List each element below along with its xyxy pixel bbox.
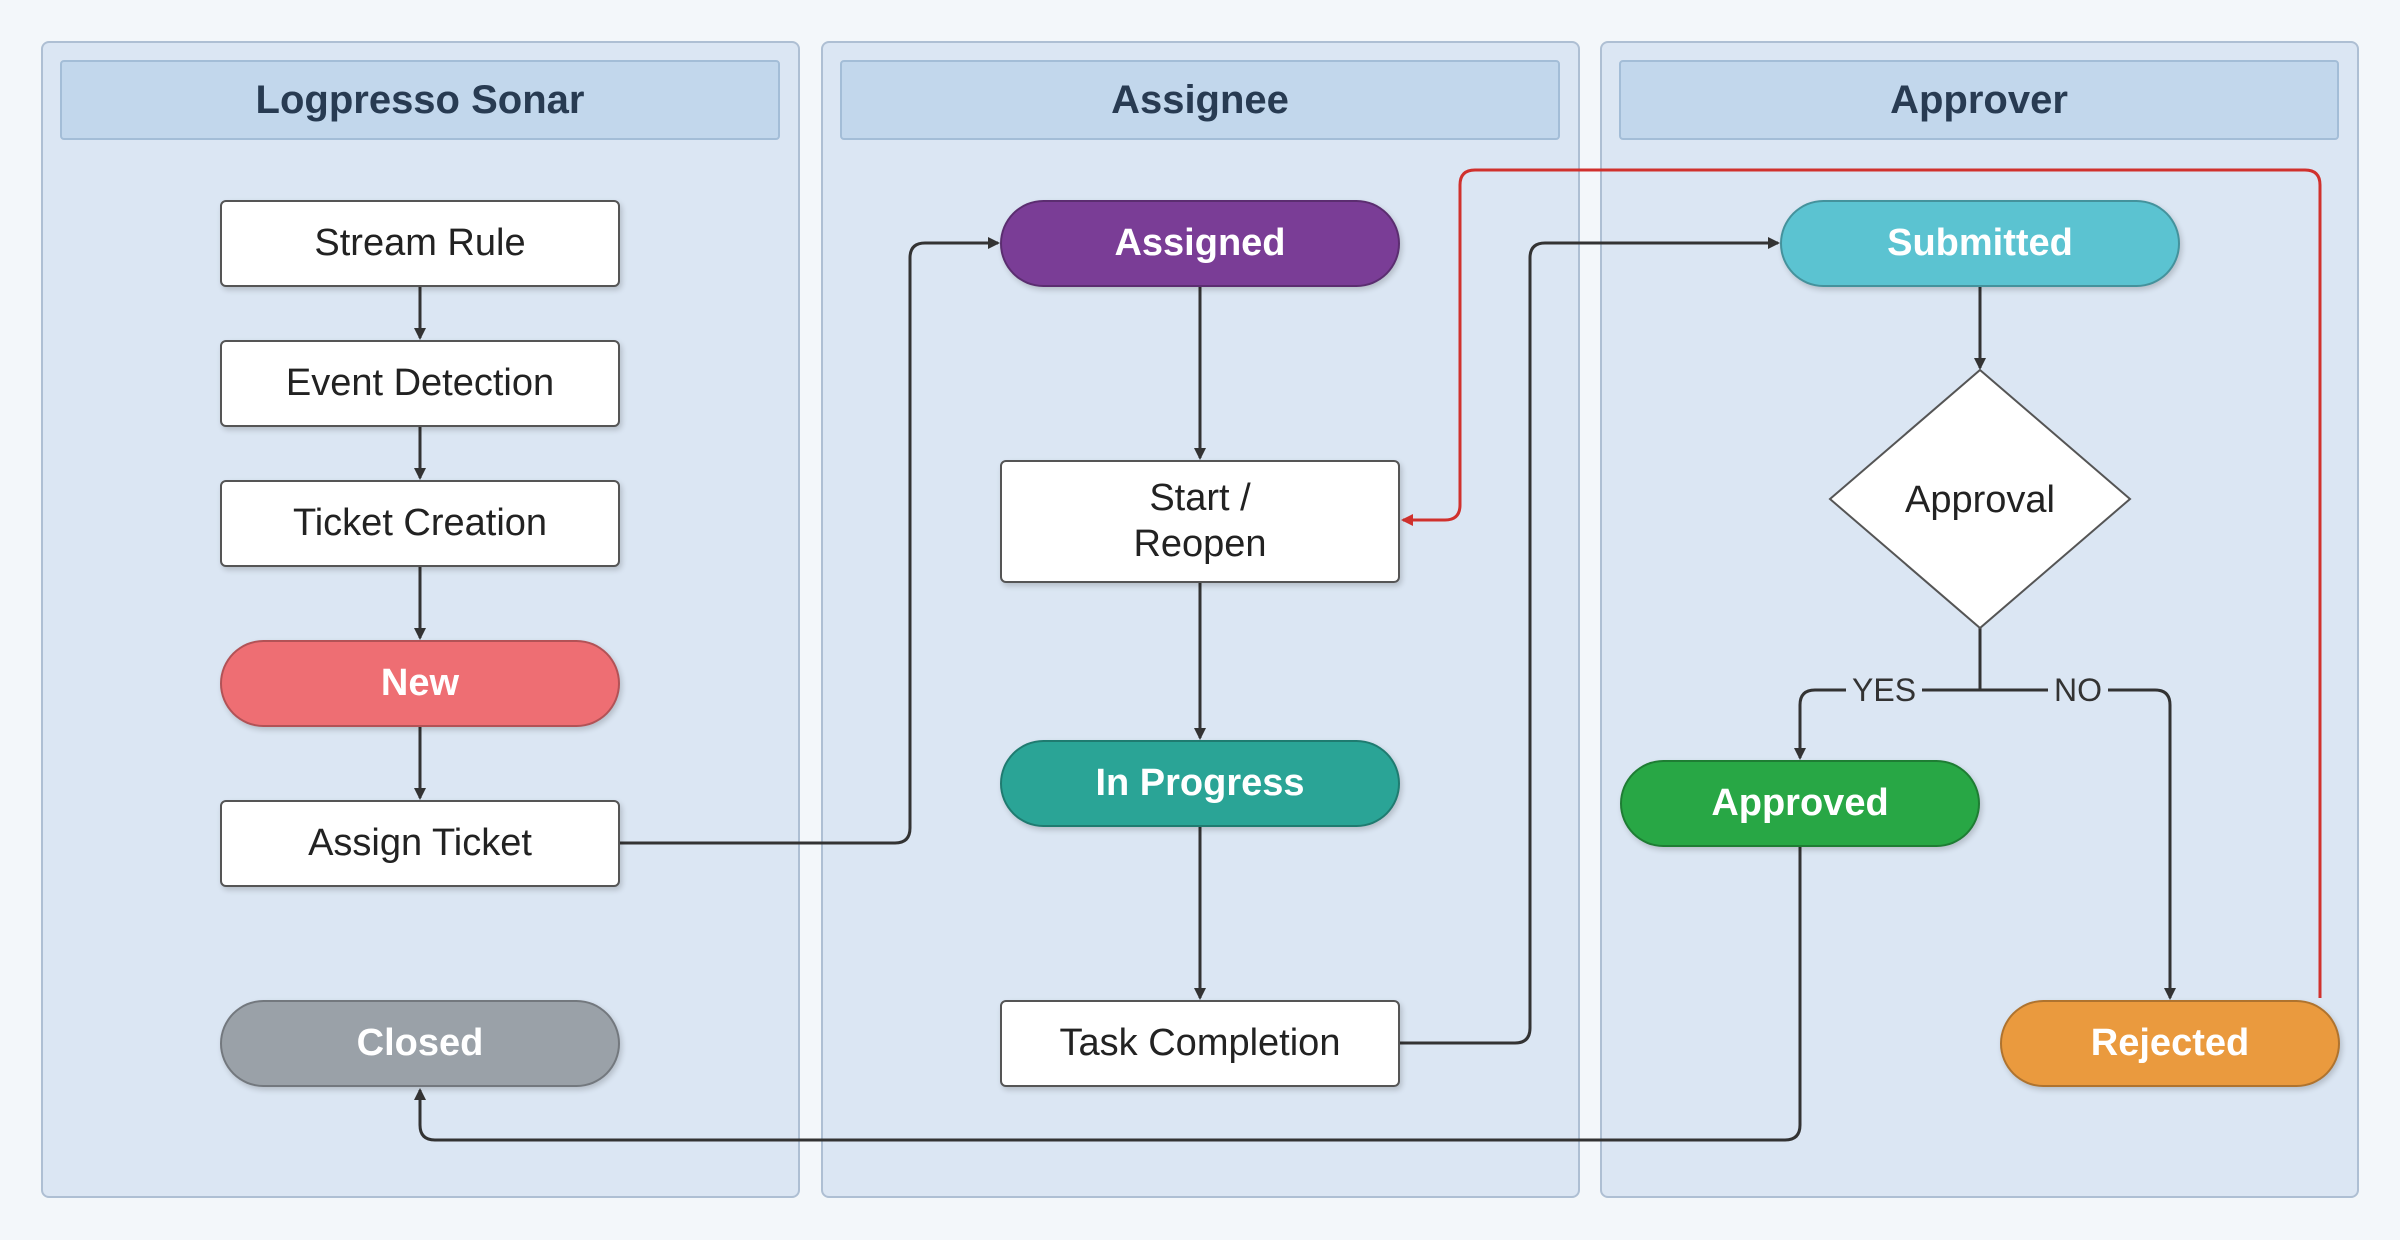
- approval-diamond-shape: [1828, 368, 2132, 630]
- edge-label-no: NO: [2048, 672, 2108, 709]
- edge-label-yes: YES: [1846, 672, 1923, 709]
- node-assigned[interactable]: Assigned: [1000, 200, 1400, 287]
- lane-title-approver: Approver: [1619, 60, 2339, 140]
- node-approved[interactable]: Approved: [1620, 760, 1980, 847]
- edge-approval-yes: [1794, 688, 1980, 760]
- edge-approval-no: [1980, 688, 2176, 1000]
- node-event-detection[interactable]: Event Detection: [220, 340, 620, 427]
- lane-title-logpresso-sonar: Logpresso Sonar: [60, 60, 780, 140]
- node-submitted[interactable]: Submitted: [1780, 200, 2180, 287]
- lane-title-assignee: Assignee: [840, 60, 1560, 140]
- node-approval[interactable]: Approval: [1905, 478, 2055, 521]
- node-start-reopen[interactable]: Start / Reopen: [1000, 460, 1400, 583]
- node-task-completion[interactable]: Task Completion: [1000, 1000, 1400, 1087]
- edge-rejected-to-reopen: [1401, 168, 2322, 998]
- node-closed[interactable]: Closed: [220, 1000, 620, 1087]
- node-assign-ticket[interactable]: Assign Ticket: [220, 800, 620, 887]
- edge-task-to-submitted: [1400, 237, 1780, 1045]
- node-stream-rule[interactable]: Stream Rule: [220, 200, 620, 287]
- edge-approved-to-closed: [414, 847, 1802, 1142]
- node-rejected[interactable]: Rejected: [2000, 1000, 2340, 1087]
- node-start-reopen-line2: Reopen: [1133, 522, 1267, 565]
- node-ticket-creation[interactable]: Ticket Creation: [220, 480, 620, 567]
- node-start-reopen-line1: Start /: [1149, 476, 1251, 519]
- node-new[interactable]: New: [220, 640, 620, 727]
- node-in-progress[interactable]: In Progress: [1000, 740, 1400, 827]
- edge-assign-to-assigned: [620, 237, 1000, 845]
